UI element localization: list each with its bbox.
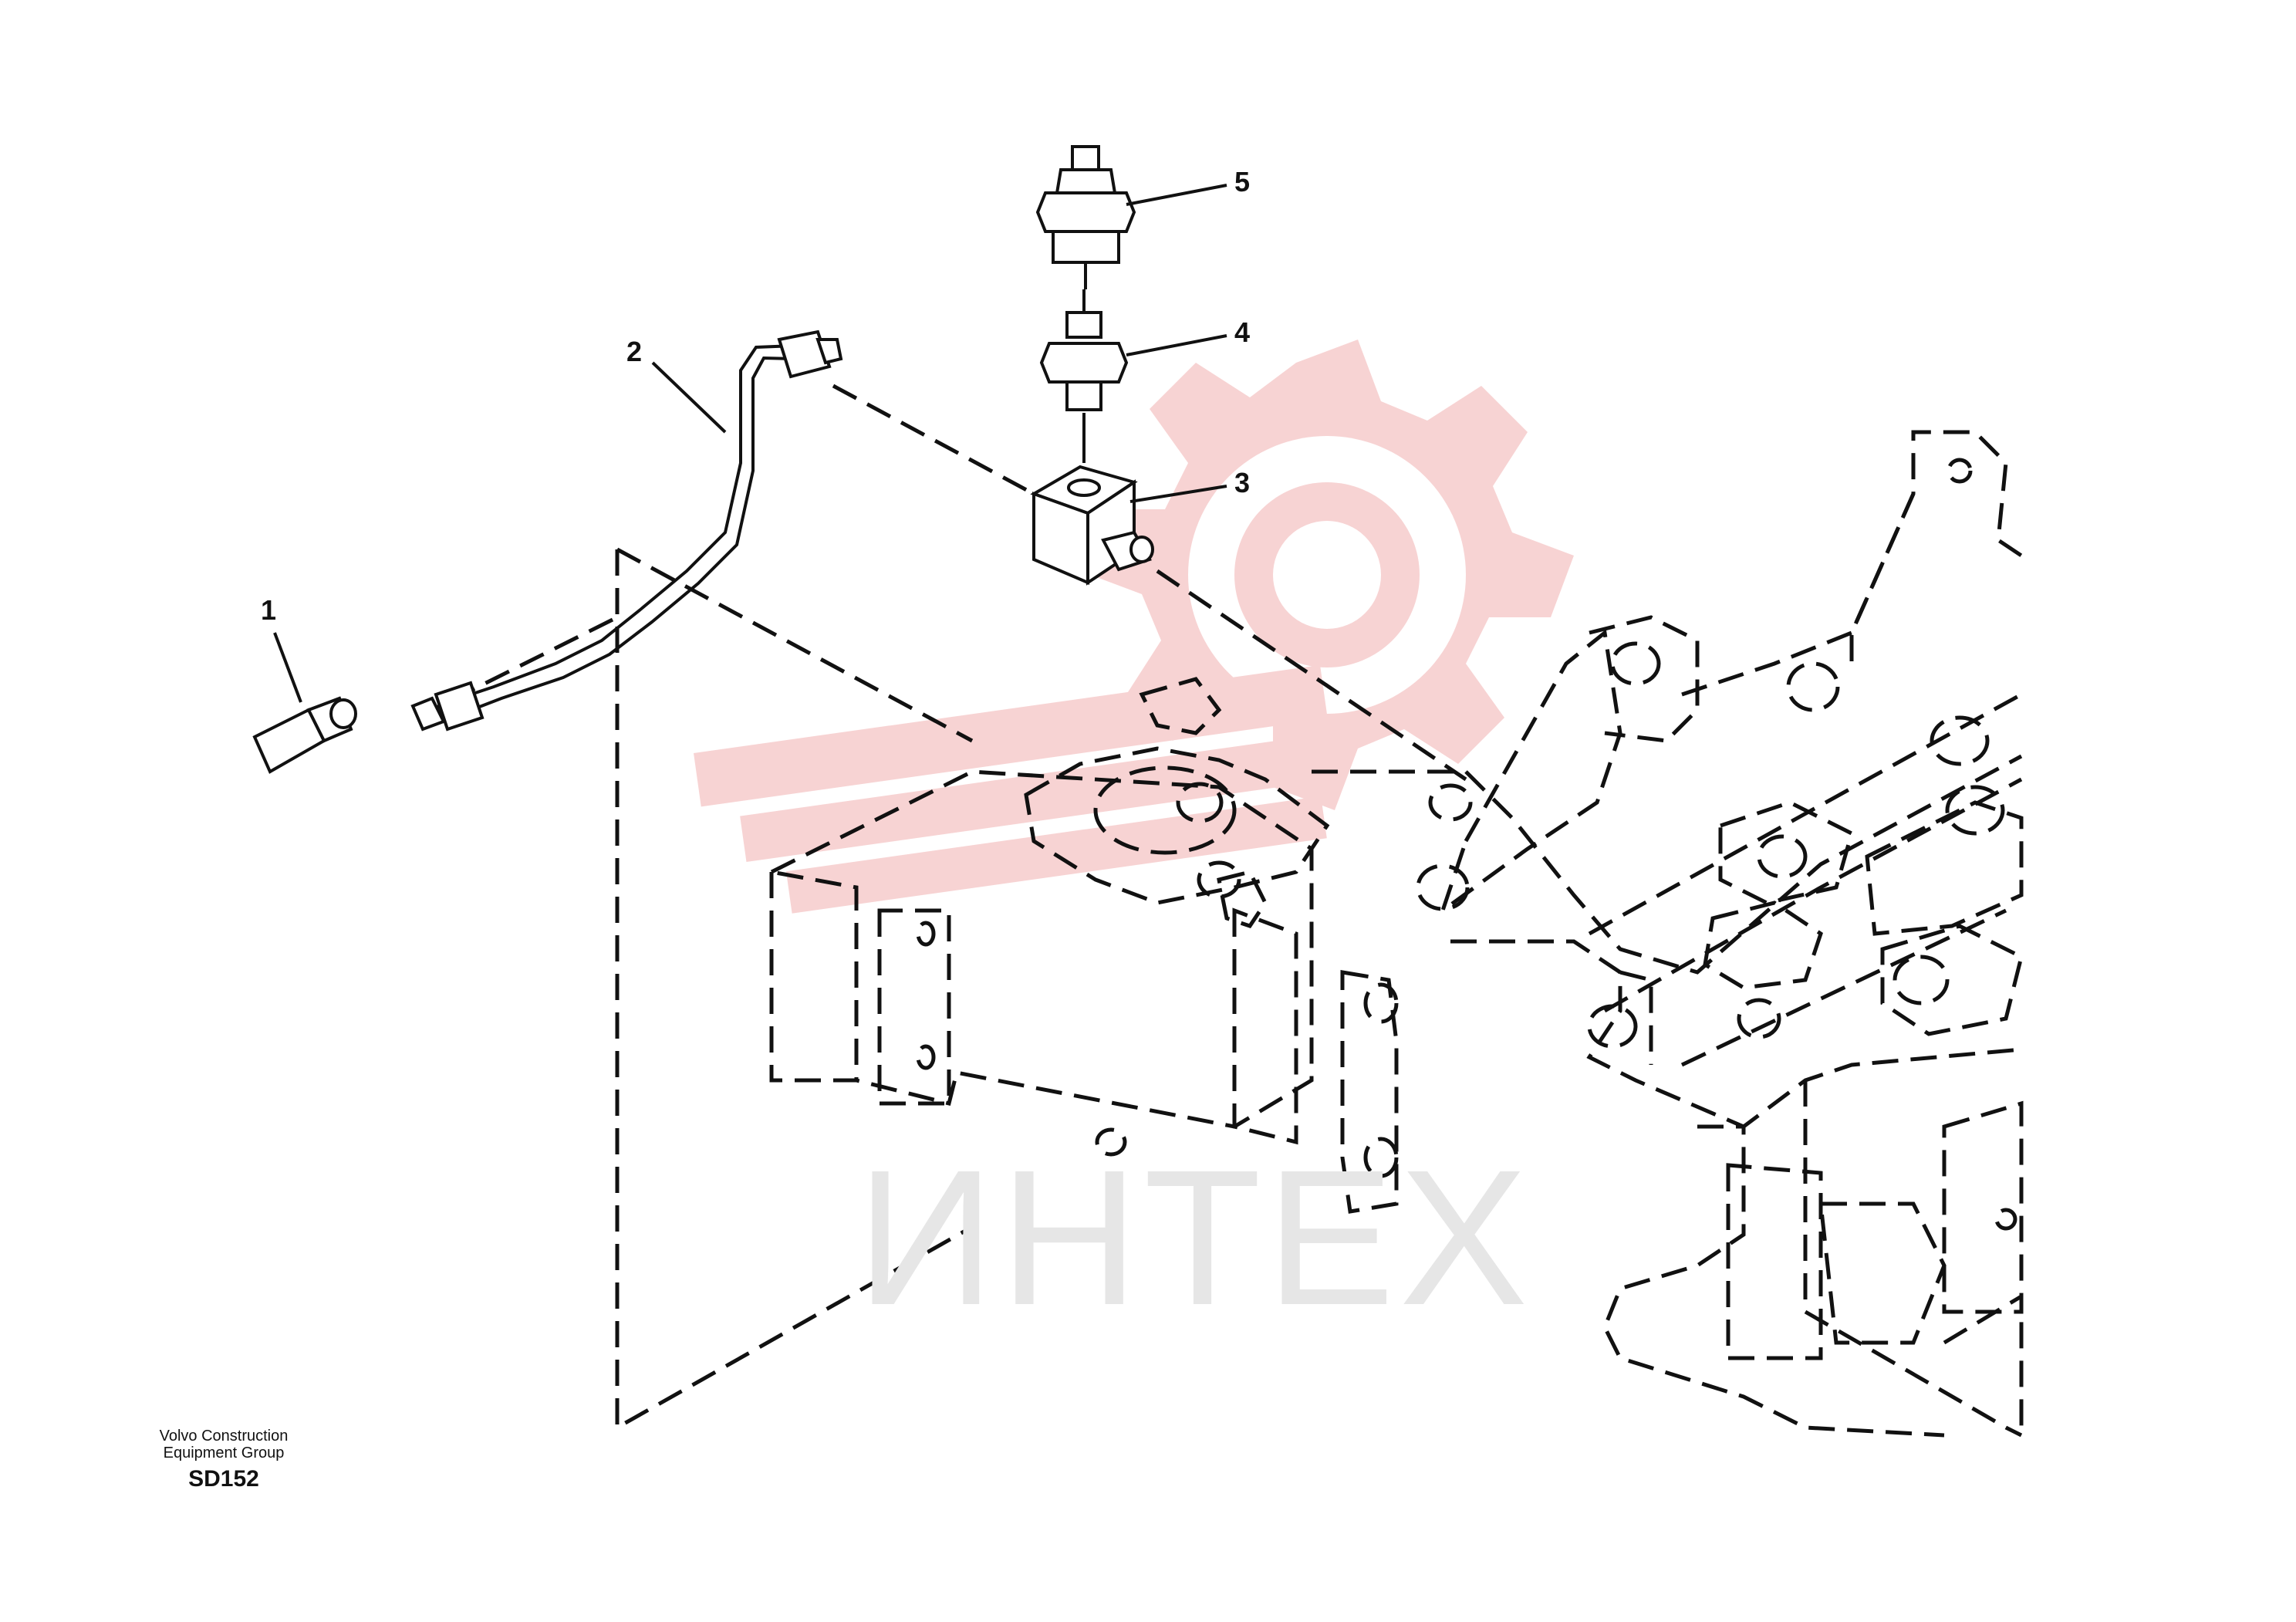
watermark-text: ИНТЕХ — [856, 1130, 1533, 1345]
leader-2 — [651, 361, 727, 434]
callout-4: 4 — [1234, 316, 1251, 348]
leader-1 — [273, 632, 302, 703]
leader-5 — [1126, 184, 1227, 206]
part-1-sensor — [252, 696, 357, 774]
footer: Volvo Construction Equipment Group SD152 — [116, 1428, 332, 1492]
callout-3: 3 — [1234, 467, 1251, 498]
diagram-code: SD152 — [188, 1466, 259, 1492]
assembly-lines — [415, 384, 1467, 782]
leader-lines — [273, 184, 1227, 703]
part-3-block — [1030, 465, 1154, 586]
callout-1: 1 — [261, 594, 277, 626]
engine-block-outline — [615, 430, 2024, 1438]
leader-3 — [1129, 485, 1227, 503]
part-4-adapter — [1039, 289, 1129, 463]
leader-4 — [1126, 334, 1227, 357]
footer-company-line2: Equipment Group — [163, 1445, 285, 1461]
callout-5: 5 — [1234, 166, 1251, 198]
watermark-gear-logo — [694, 340, 1574, 914]
part-2-pipe — [410, 329, 843, 732]
callout-2: 2 — [626, 336, 643, 367]
part-5-pressure-switch — [1035, 145, 1136, 289]
footer-company-line1: Volvo Construction — [159, 1428, 289, 1445]
